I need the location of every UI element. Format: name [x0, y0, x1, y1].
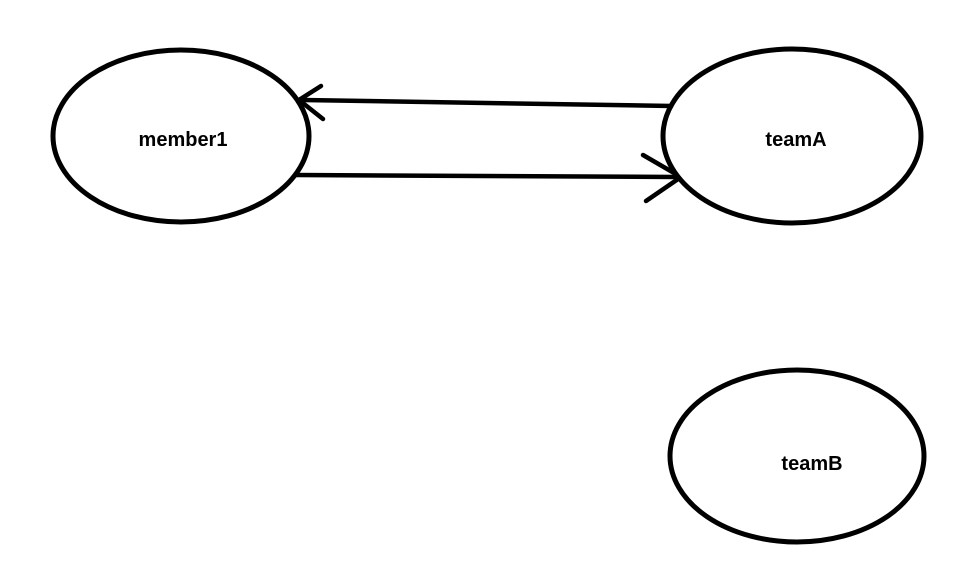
node-teamB-label: teamB [781, 453, 842, 475]
edge-line-member1-to-teamA [295, 172, 679, 180]
node-member1: member1 [50, 47, 312, 225]
node-teamB-ellipse [667, 367, 927, 545]
edge-teamA-to-member1 [295, 83, 673, 122]
node-teamA-label: teamA [765, 129, 826, 151]
edge-member1-to-teamA [295, 152, 686, 204]
node-teamB: teamB [667, 367, 927, 545]
node-member1-ellipse [50, 47, 312, 225]
edge-line-teamA-to-member1 [302, 97, 673, 109]
node-teamA: teamA [660, 46, 924, 226]
node-member1-label: member1 [139, 129, 228, 151]
node-teamA-ellipse [660, 46, 924, 226]
